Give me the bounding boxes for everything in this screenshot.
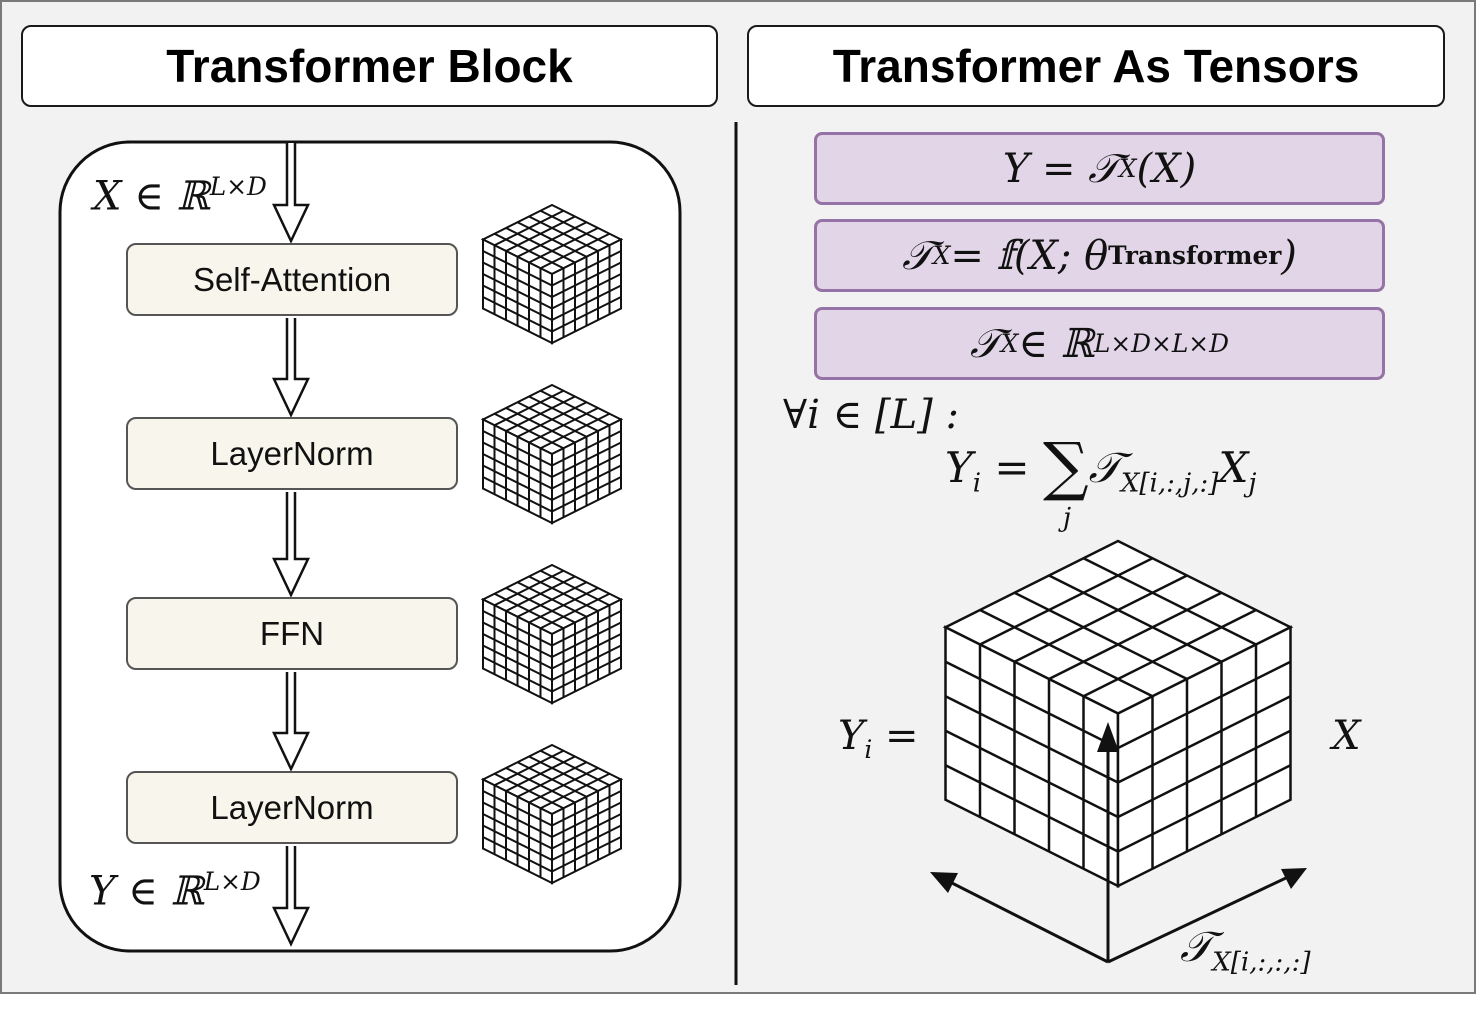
sum-equation: Yi = ∑𝒯X[i,:,j,:]Xj <box>945 430 1257 504</box>
output-label: Y ∈ ℝL×D <box>89 867 261 915</box>
layernorm-block-2: LayerNorm <box>126 771 458 844</box>
parameter-cube-1 <box>480 203 624 345</box>
parameter-cube-3 <box>480 563 624 705</box>
parameter-cubes <box>480 203 624 885</box>
cube-lhs-label: Yi = <box>838 713 919 764</box>
cube-x-label: X <box>1332 713 1361 759</box>
vertical-axis-head <box>1097 722 1119 752</box>
parameter-cube-2 <box>480 383 624 525</box>
transformer-block-container <box>58 140 682 953</box>
input-arrow <box>272 143 310 244</box>
left-axis-line <box>949 880 1109 964</box>
right-axis-head <box>1281 868 1307 889</box>
left-panel-title: Transformer Block <box>21 25 718 107</box>
arrow-norm-to-ffn <box>272 492 310 598</box>
right-axis-line <box>1107 875 1289 964</box>
left-axis-head <box>930 872 958 893</box>
ffn-block: FFN <box>126 597 458 670</box>
right-panel-title: Transformer As Tensors <box>747 25 1445 107</box>
parameter-cube-4 <box>480 743 624 885</box>
input-label: X ∈ ℝL×D <box>93 172 267 220</box>
flow-arrows <box>272 143 310 947</box>
sum-index: j <box>1063 503 1072 533</box>
cube-axis-arrows <box>930 722 1307 964</box>
cube-tensor-label: 𝒯X[i,:,:,:] <box>1180 922 1311 978</box>
tensor-cube <box>930 539 1307 964</box>
layernorm-block-1: LayerNorm <box>126 417 458 490</box>
self-attention-block: Self-Attention <box>126 243 458 316</box>
sum-sigma: ∑ <box>1042 430 1089 504</box>
arrow-ffn-to-norm <box>272 672 310 772</box>
tensor-cube-grid <box>942 539 1294 889</box>
output-arrow <box>272 846 310 947</box>
arrow-attn-to-norm <box>272 318 310 418</box>
forall-statement: ∀i ∈ [L] : <box>783 392 959 438</box>
